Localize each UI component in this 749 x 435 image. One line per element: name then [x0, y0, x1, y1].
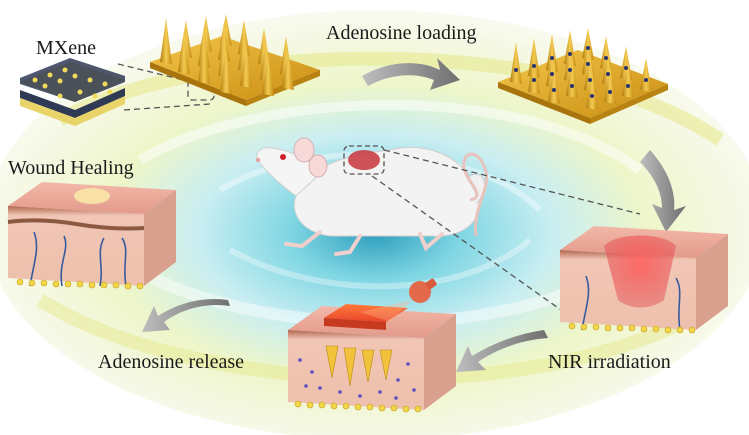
arrow-loading — [362, 58, 460, 90]
adenosine-release-label: Adenosine release — [98, 351, 245, 373]
microneedle-patch-loaded — [498, 28, 668, 124]
mxene-label: MXene — [36, 37, 96, 59]
rat-illustration — [255, 137, 489, 256]
cycle-arrows — [142, 58, 686, 372]
nir-irradiation-label: NIR irradiation — [548, 351, 671, 373]
arrow-to-nir — [640, 150, 686, 232]
wound-healing-label: Wound Healing — [8, 157, 134, 179]
skin-block-wounded — [560, 226, 728, 334]
mxene-crystal — [20, 58, 125, 126]
arrow-release-to-healing — [142, 298, 230, 332]
adenosine-loading-label: Adenosine loading — [326, 22, 477, 44]
microneedle-patch-blank — [150, 14, 320, 106]
skin-block-release — [288, 278, 456, 413]
wound-leader-lines — [371, 149, 641, 323]
arrow-nir-to-release — [456, 330, 548, 372]
skin-block-healed — [7, 182, 176, 290]
nir-lamp-icon — [360, 278, 437, 322]
